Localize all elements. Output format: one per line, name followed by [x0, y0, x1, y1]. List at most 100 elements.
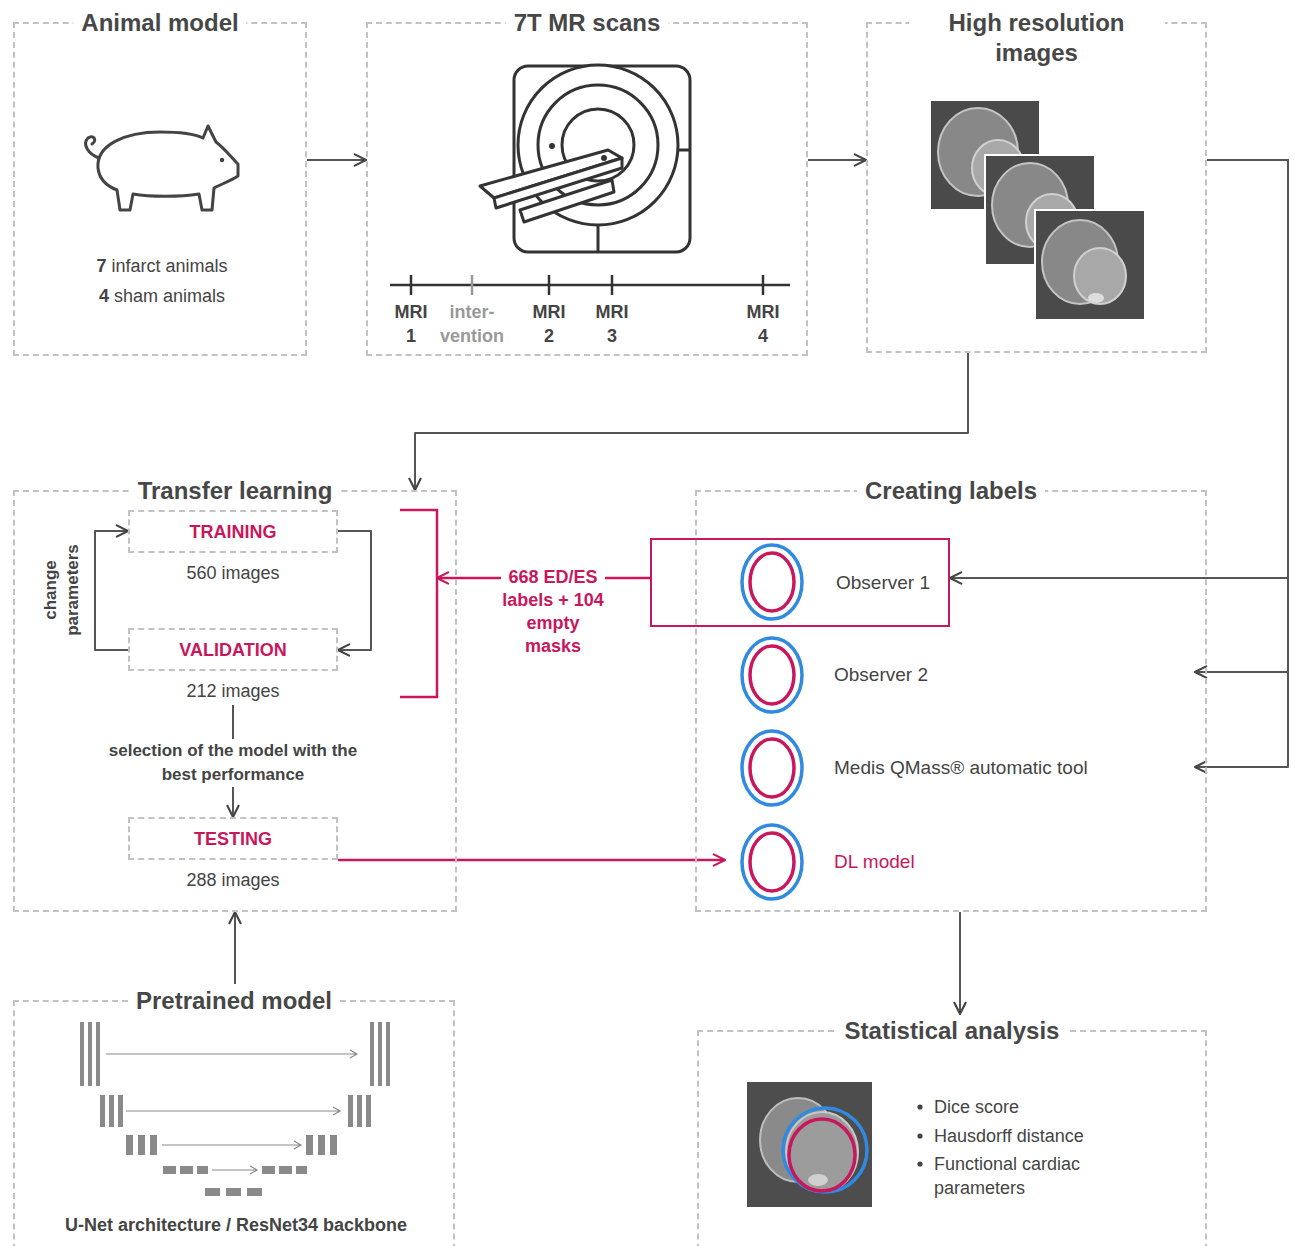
unet-schematic	[357, 1095, 362, 1127]
mri-image-stack	[1074, 248, 1126, 304]
connector-arrow	[338, 859, 725, 862]
segmentation-example-image	[786, 1112, 858, 1192]
connector-arrow	[959, 912, 961, 1014]
unet-schematic	[162, 1141, 301, 1149]
pig-icon	[220, 158, 224, 162]
step-caption: 212 images	[128, 680, 338, 702]
unet-schematic	[306, 1135, 313, 1155]
unet-schematic	[370, 1022, 374, 1086]
contour-icon	[742, 545, 802, 899]
unet-schematic	[163, 1166, 176, 1174]
unet-schematic	[80, 1022, 390, 1196]
segmentation-example-image	[747, 1082, 872, 1207]
contour-icon	[742, 545, 802, 619]
bullet-item: Hausdorff distance	[934, 1124, 1134, 1148]
mri-image-stack	[1035, 210, 1145, 320]
unet-schematic	[96, 1022, 100, 1086]
dashed-step-outline: VALIDATION	[128, 628, 338, 671]
unet-schematic	[88, 1022, 92, 1086]
timeline	[390, 284, 790, 287]
group-box: Animal model7 infarct animals4 sham anim…	[13, 22, 307, 356]
unet-schematic	[226, 1188, 241, 1196]
mri-scanner-icon	[480, 65, 690, 252]
connector-arrow	[234, 912, 236, 984]
timeline	[762, 275, 765, 295]
step-box: VALIDATION 212 images	[128, 628, 338, 705]
timeline-label: MRI 4	[747, 300, 780, 348]
unet-schematic	[348, 1095, 353, 1127]
bullet-dot	[917, 1133, 922, 1138]
mri-scanner-icon	[678, 149, 690, 152]
connector-arrow	[808, 159, 866, 161]
unet-schematic	[366, 1095, 371, 1127]
pig-icon	[86, 137, 99, 158]
connector-arrow	[338, 531, 371, 650]
mri-scanner-icon	[597, 65, 600, 66]
bullet-dot	[917, 1104, 922, 1109]
mri-image-stack	[930, 100, 1145, 320]
row-item: Observer 1	[650, 538, 950, 627]
body-text: 4 sham animals	[15, 285, 309, 307]
timeline	[390, 275, 790, 295]
bullet-item: Functional cardiac parameters	[934, 1152, 1134, 1200]
contour-icon	[750, 553, 794, 611]
connector-arrow	[950, 160, 1288, 578]
segmentation-example-image	[808, 1174, 828, 1186]
dashed-step-outline: TRAINING	[128, 510, 338, 553]
unet-schematic	[205, 1188, 220, 1196]
connector-arrow	[307, 159, 366, 161]
unet-schematic	[330, 1135, 337, 1155]
unet-schematic	[318, 1135, 325, 1155]
group-heading: 7T MR scans	[506, 8, 669, 38]
connector-arrow	[415, 353, 968, 490]
edge-label: selection of the model with the best per…	[102, 739, 364, 787]
unet-schematic	[386, 1022, 390, 1086]
group-box: Pretrained modelU-Net architecture / Res…	[13, 1000, 455, 1246]
group-heading: Statistical analysis	[837, 1016, 1068, 1046]
contour-icon	[742, 731, 802, 805]
group-heading: Animal model	[73, 8, 246, 38]
unet-schematic	[262, 1166, 275, 1174]
unet-schematic	[212, 1166, 257, 1174]
row-item: Medis QMass® automatic tool	[650, 725, 1195, 811]
row-item: Observer 2	[650, 632, 1195, 718]
mri-image-stack	[1088, 293, 1104, 303]
group-heading: Pretrained model	[128, 986, 340, 1016]
dashed-step-outline: TESTING	[128, 817, 338, 860]
unet-schematic	[138, 1135, 145, 1155]
contour-icon	[750, 833, 794, 891]
contour-icon	[742, 825, 802, 899]
row-item: DL model	[725, 818, 1195, 906]
unet-schematic	[109, 1095, 114, 1127]
mri-scanner-icon	[597, 65, 600, 66]
unet-schematic	[197, 1166, 208, 1174]
group-box: High resolution images	[866, 22, 1207, 353]
step-caption: 288 images	[128, 869, 338, 891]
timeline-label: inter- vention	[440, 300, 504, 348]
timeline-label: MRI 3	[596, 300, 629, 348]
mri-scanner-icon	[597, 225, 600, 252]
segmentation-example-image	[789, 1119, 855, 1191]
unet-schematic	[80, 1022, 84, 1086]
group-box: Statistical analysisDice scoreHausdorff …	[697, 1030, 1207, 1246]
group-box: 7T MR scans	[366, 22, 808, 356]
bullet-dot	[917, 1104, 922, 1166]
edge-label: change parameters	[40, 540, 84, 640]
segmentation-example-image	[783, 1108, 867, 1192]
contour-icon	[750, 739, 794, 797]
connector-arrow	[1195, 160, 1288, 672]
contour-icon	[742, 638, 802, 712]
unet-schematic	[150, 1135, 157, 1155]
unet-schematic	[106, 1050, 357, 1174]
segmentation-example-image	[747, 1082, 872, 1207]
mri-scanner-icon	[603, 157, 606, 160]
group-heading: High resolution images	[909, 8, 1165, 68]
unet-schematic	[378, 1022, 382, 1086]
unet-schematic	[106, 1050, 357, 1058]
connector-arrow	[95, 531, 128, 650]
timeline-label: MRI 1	[395, 300, 428, 348]
unet-schematic	[126, 1135, 133, 1155]
